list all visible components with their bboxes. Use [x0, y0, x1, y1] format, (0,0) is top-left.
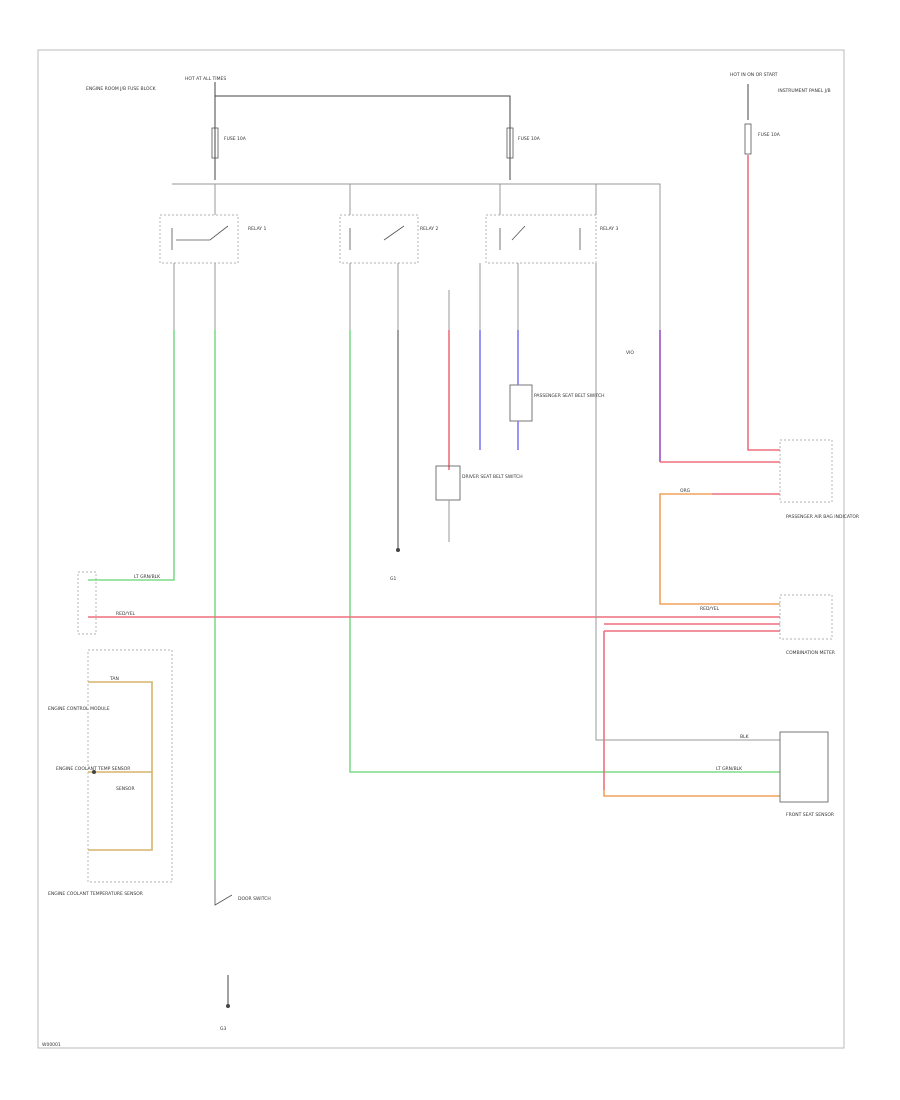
- bottom-switch-label: DOOR SWITCH: [238, 896, 271, 902]
- right-module-2-label: COMBINATION METER: [786, 650, 835, 656]
- relay-3: RELAY 3: [485, 214, 618, 264]
- fuse-left: FUSE 10A: [211, 127, 247, 159]
- relay-2: RELAY 2: [339, 214, 438, 264]
- right-module-2: COMBINATION METER: [779, 594, 835, 656]
- right-module-1-label: PASSENGER AIR BAG INDICATOR: [786, 514, 859, 520]
- bottom-switch: DOOR SWITCH: [214, 880, 271, 906]
- wire-orange-right: [659, 493, 780, 605]
- left-module: ENGINE CONTROL MODULE: [48, 571, 173, 883]
- left-sensor-2-label: SENSOR: [116, 786, 135, 792]
- left-bottom-label: ENGINE COOLANT TEMPERATURE SENSOR: [48, 891, 143, 897]
- relay-2-label: RELAY 2: [420, 226, 438, 232]
- top-right-power-label: HOT IN ON OR START: [730, 72, 778, 78]
- fuse-right-label: FUSE 10A: [758, 132, 781, 138]
- right-module-3-label: FRONT SEAT SENSOR: [786, 812, 834, 818]
- wire-green-label-2: LT GRN/BLK: [716, 766, 743, 772]
- relay-3-label: RELAY 3: [600, 226, 618, 232]
- left-module-label: ENGINE CONTROL MODULE: [48, 706, 110, 712]
- fuse-mid: FUSE 10A: [506, 127, 541, 159]
- wire-tan: [88, 681, 153, 851]
- fuse-right: FUSE 10A: [744, 123, 781, 155]
- seat-switch-label: DRIVER SEAT BELT SWITCH: [462, 474, 523, 480]
- wire-green-label-1: LT GRN/BLK: [134, 574, 161, 580]
- right-module-3: FRONT SEAT SENSOR: [779, 731, 834, 818]
- relay-1-label: RELAY 1: [248, 226, 266, 232]
- diagram-frame: [37, 49, 845, 1049]
- fuse-left-label: FUSE 10A: [224, 136, 247, 142]
- relay-1: RELAY 1: [159, 214, 266, 264]
- seat-switch: DRIVER SEAT BELT SWITCH: [435, 465, 523, 501]
- ground1-symbol: [396, 548, 400, 552]
- wire-black-label: BLK: [740, 734, 750, 740]
- wire-pink-right-feed: [747, 155, 780, 451]
- wire-orange-label: ORG: [680, 488, 691, 494]
- secondary-bus: [172, 183, 661, 200]
- left-sensor-1-label: ENGINE COOLANT TEMP SENSOR: [56, 766, 130, 772]
- top-power-bus: [214, 82, 511, 120]
- wire-green-left: [88, 330, 175, 581]
- wire-orange-bottom: [603, 790, 780, 797]
- ground-bottom-label: G3: [220, 1026, 226, 1032]
- wire-pink-label-2: RED/YEL: [700, 606, 720, 612]
- right-relay-box-label: INSTRUMENT PANEL J/B: [778, 88, 831, 94]
- right-module-1: PASSENGER AIR BAG INDICATOR: [779, 439, 859, 520]
- wire-tan-label: TAN: [109, 676, 119, 682]
- wire-pink-label-main: RED/YEL: [116, 611, 136, 617]
- passenger-switch-label: PASSENGER SEAT BELT SWITCH: [534, 393, 605, 399]
- ground1-label: G1: [390, 576, 396, 582]
- passenger-switch: PASSENGER SEAT BELT SWITCH: [509, 384, 605, 422]
- ground-bottom-symbol: [226, 1004, 230, 1008]
- engine-room-box-label: ENGINE ROOM J/B FUSE BLOCK: [86, 86, 157, 92]
- wire-green-mid: [349, 330, 780, 773]
- top-power-label: HOT AT ALL TIMES: [185, 76, 226, 82]
- fuse-mid-label: FUSE 10A: [518, 136, 541, 142]
- footer-code: W00001: [42, 1042, 61, 1048]
- wire-purple-label: VIO: [626, 350, 634, 356]
